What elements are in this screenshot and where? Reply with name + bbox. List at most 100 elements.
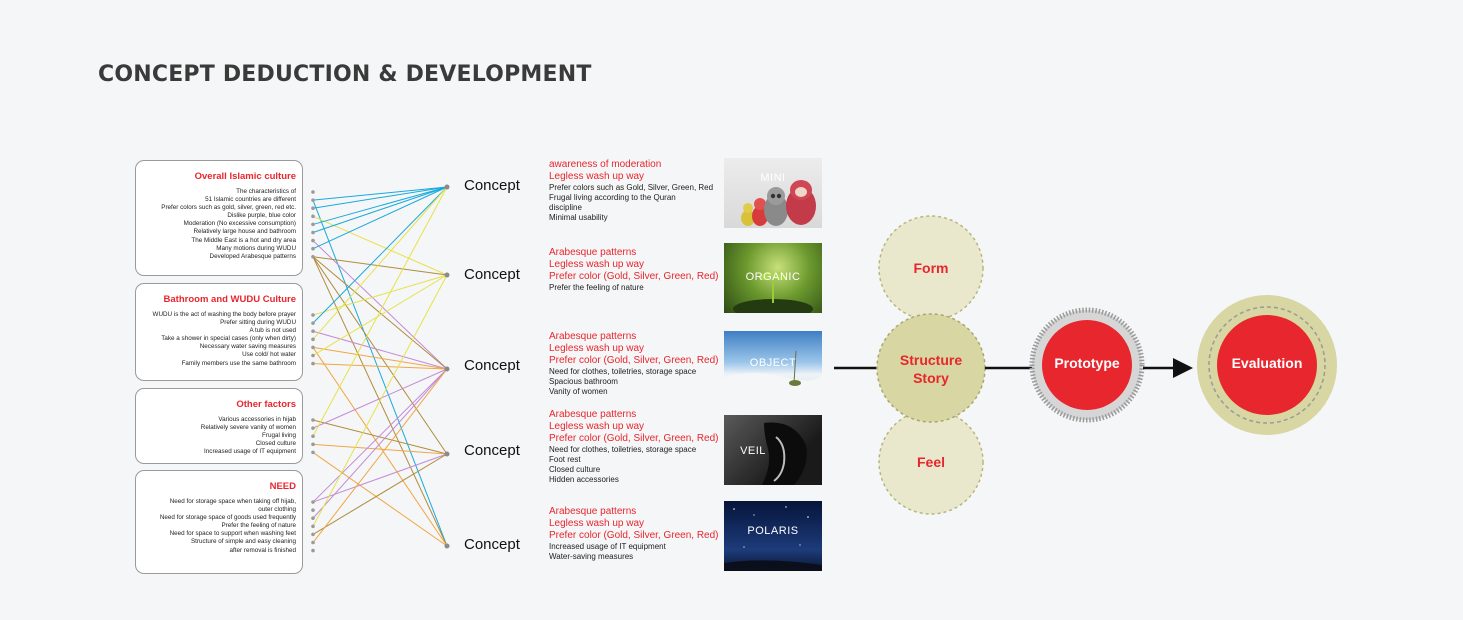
concept-detail: Prefer colors such as Gold, Silver, Gree…: [549, 183, 714, 192]
connector-line: [312, 346, 448, 370]
concept-node-dot: [444, 451, 450, 457]
concept-image-title: MINI: [760, 172, 786, 184]
factor-connector-dot: [311, 442, 315, 447]
factor-connector-dot: [311, 450, 315, 455]
connector-line: [312, 330, 448, 370]
concept-keyword: Prefer color (Gold, Silver, Green, Red): [549, 433, 719, 444]
page-title: CONCEPT DEDUCTION & DEVELOPMENT: [98, 62, 592, 87]
concept-label-4: Concept: [464, 442, 520, 459]
feel-circle: [878, 409, 984, 515]
factor-connector-dot: [311, 532, 315, 537]
connector-line: [312, 256, 448, 455]
concept-detail: Hidden accessories: [549, 475, 619, 484]
factor-connector-dot: [311, 313, 315, 317]
concept-label-1: Concept: [464, 177, 520, 194]
concept-node-dot: [444, 366, 450, 372]
connector-line: [312, 419, 448, 455]
concept-keyword: Legless wash up way: [549, 343, 645, 354]
connector-line: [312, 368, 448, 503]
factor-box-title: Bathroom and WUDU Culture: [163, 294, 296, 305]
concept-keyword: Legless wash up way: [549, 171, 645, 182]
factor-item: Moderation (No excessive consumption): [183, 220, 296, 228]
factor-item: Many motions during WUDU: [216, 244, 296, 252]
factor-connector-dot: [311, 222, 315, 227]
factor-item: Dislike purple, blue color: [227, 212, 296, 220]
factor-box-title: Overall Islamic culture: [194, 171, 296, 182]
evaluation-dashed-ring: [1208, 306, 1326, 424]
concept-image-object: OBJECT: [724, 331, 822, 401]
factor-connector-dot: [311, 206, 315, 211]
connector-line: [312, 186, 448, 225]
factor-item: The Middle East is a hot and dry area: [191, 236, 296, 244]
concept-node-dot: [444, 184, 450, 190]
factor-item: Closed culture: [255, 440, 296, 448]
concept-image-title: ORGANIC: [745, 271, 801, 283]
factor-item: Need for storage space when taking off h…: [169, 498, 296, 505]
factor-connector-dot: [311, 426, 315, 430]
connector-line: [312, 274, 448, 527]
factor-connector-dot: [311, 246, 315, 251]
factor-connector-dot: [311, 508, 315, 512]
concept-detail: Prefer the feeling of nature: [549, 283, 644, 292]
connector-line: [312, 453, 448, 535]
factor-item: Relatively severe vanity of women: [200, 424, 296, 432]
concept-label-3: Concept: [464, 357, 520, 374]
factor-item: Need for space to support when washing f…: [169, 530, 296, 538]
concept-detail: Need for clothes, toiletries, storage sp…: [549, 445, 697, 454]
concept-image-mini: MINI: [724, 158, 822, 228]
factor-item: Increased usage of IT equipment: [204, 448, 296, 456]
factor-item: Structure of simple and easy cleaning: [190, 538, 296, 546]
form-circle: [878, 215, 984, 321]
concept-keyword: Legless wash up way: [549, 259, 645, 270]
factor-item: Take a shower in special cases (only whe…: [161, 335, 296, 343]
evaluation-label: Evaluation: [1231, 355, 1303, 371]
sprout-illustration: [733, 271, 813, 313]
connector-line: [312, 274, 448, 316]
factor-connector-dot: [311, 500, 315, 504]
concept-keyword: Arabesque patterns: [549, 247, 637, 258]
concept-image-title: OBJECT: [749, 357, 797, 369]
concept-image-title: VEIL: [740, 445, 766, 457]
factor-box-wudu-culture: Bathroom and WUDU Culture WUDU is the ac…: [135, 283, 303, 381]
connector-line: [312, 452, 448, 547]
factor-connector-dot: [311, 329, 315, 334]
concept-keyword: Arabesque patterns: [549, 506, 637, 517]
connector-line: [312, 368, 448, 429]
concept-keyword: Legless wash up way: [549, 518, 645, 529]
connector-line: [312, 186, 448, 201]
connector-line: [312, 186, 448, 437]
factor-item: Various accessories in hijab: [218, 416, 296, 423]
concept-detail: Vanity of women: [549, 387, 608, 396]
connector-line: [312, 274, 448, 356]
concept-keyword: awareness of moderation: [549, 159, 662, 170]
prototype-label: Prototype: [1054, 355, 1120, 371]
factor-item: 51 Islamic countries are different: [205, 196, 296, 204]
concept-keyword: Arabesque patterns: [549, 331, 637, 342]
factor-item: Frugal living: [262, 432, 296, 440]
factor-item: outer clothing: [258, 506, 296, 514]
concept-detail: Closed culture: [549, 465, 601, 474]
connector-line: [312, 186, 448, 250]
factor-item: The characteristics of: [236, 188, 296, 195]
structure-label: Structure: [899, 352, 963, 368]
factor-connector-dot: [311, 516, 315, 521]
concept-detail: Frugal living according to the Quran: [549, 193, 676, 202]
concept-label-5: Concept: [464, 536, 520, 553]
factor-item: Use cold/ hot water: [242, 351, 296, 359]
concept-image-title: POLARIS: [747, 525, 799, 537]
factor-box-need: NEED Need for storage space when taking …: [135, 470, 303, 574]
connector-line: [312, 186, 448, 340]
concept-detail: Need for clothes, toiletries, storage sp…: [549, 367, 697, 376]
connector-line: [312, 186, 448, 209]
connector-line: [312, 240, 448, 370]
factor-box-title: NEED: [269, 481, 296, 492]
factor-connector-dot: [311, 345, 315, 350]
factor-box-title: Other factors: [236, 399, 296, 410]
factor-item: after removal is finished: [229, 546, 297, 554]
factor-connector-dot: [311, 230, 315, 235]
connector-line: [312, 368, 448, 543]
concept-keyword: Legless wash up way: [549, 421, 645, 432]
concept-keyword: Prefer color (Gold, Silver, Green, Red): [549, 355, 719, 366]
